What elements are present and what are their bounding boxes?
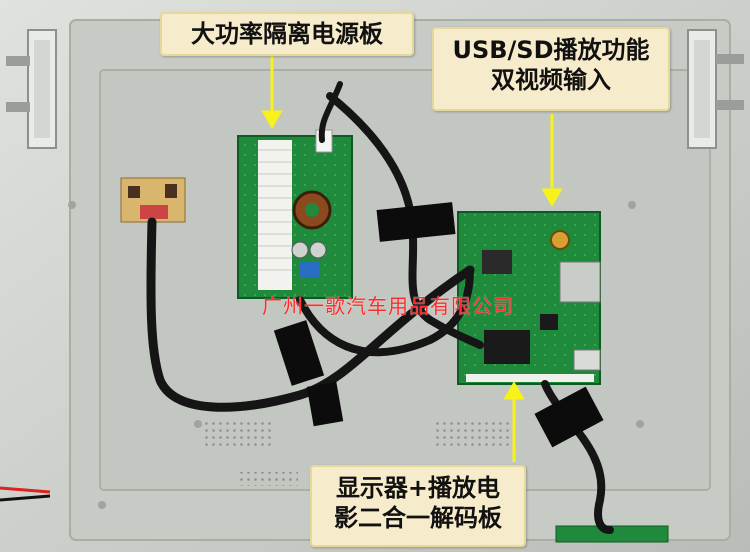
decoder-label-line1: 显示器+播放电 (335, 474, 501, 502)
left-bracket (6, 29, 57, 149)
usb-sd-label-line1: USB/SD播放功能 (452, 36, 650, 64)
power-board-callout: 大功率隔离电源板 (160, 12, 414, 56)
usb-sd-label-line2: 双视频输入 (491, 66, 611, 94)
power-supply-board (237, 129, 353, 299)
decoder-board (457, 211, 601, 385)
decoder-callout: 显示器+播放电 影二合一解码板 (310, 465, 526, 547)
vent-grille-right (432, 418, 516, 448)
usb-sd-callout: USB/SD播放功能 双视频输入 (432, 27, 670, 111)
company-watermark: 广州一歌汽车用品有限公司 (262, 294, 514, 318)
right-bracket (687, 29, 744, 149)
vent-grille-left (205, 418, 275, 448)
callout-arrows (261, 56, 563, 462)
chassis-recess (99, 69, 711, 491)
power-board-label: 大功率隔离电源板 (191, 20, 383, 48)
input-connector-board (120, 177, 186, 223)
electrical-tape (273, 202, 604, 448)
vent-grille-bottom-left (238, 472, 298, 486)
decoder-label-line2: 影二合一解码板 (334, 504, 502, 532)
screws (68, 201, 644, 509)
power-leads (0, 486, 51, 502)
bottom-key-board (555, 525, 669, 543)
